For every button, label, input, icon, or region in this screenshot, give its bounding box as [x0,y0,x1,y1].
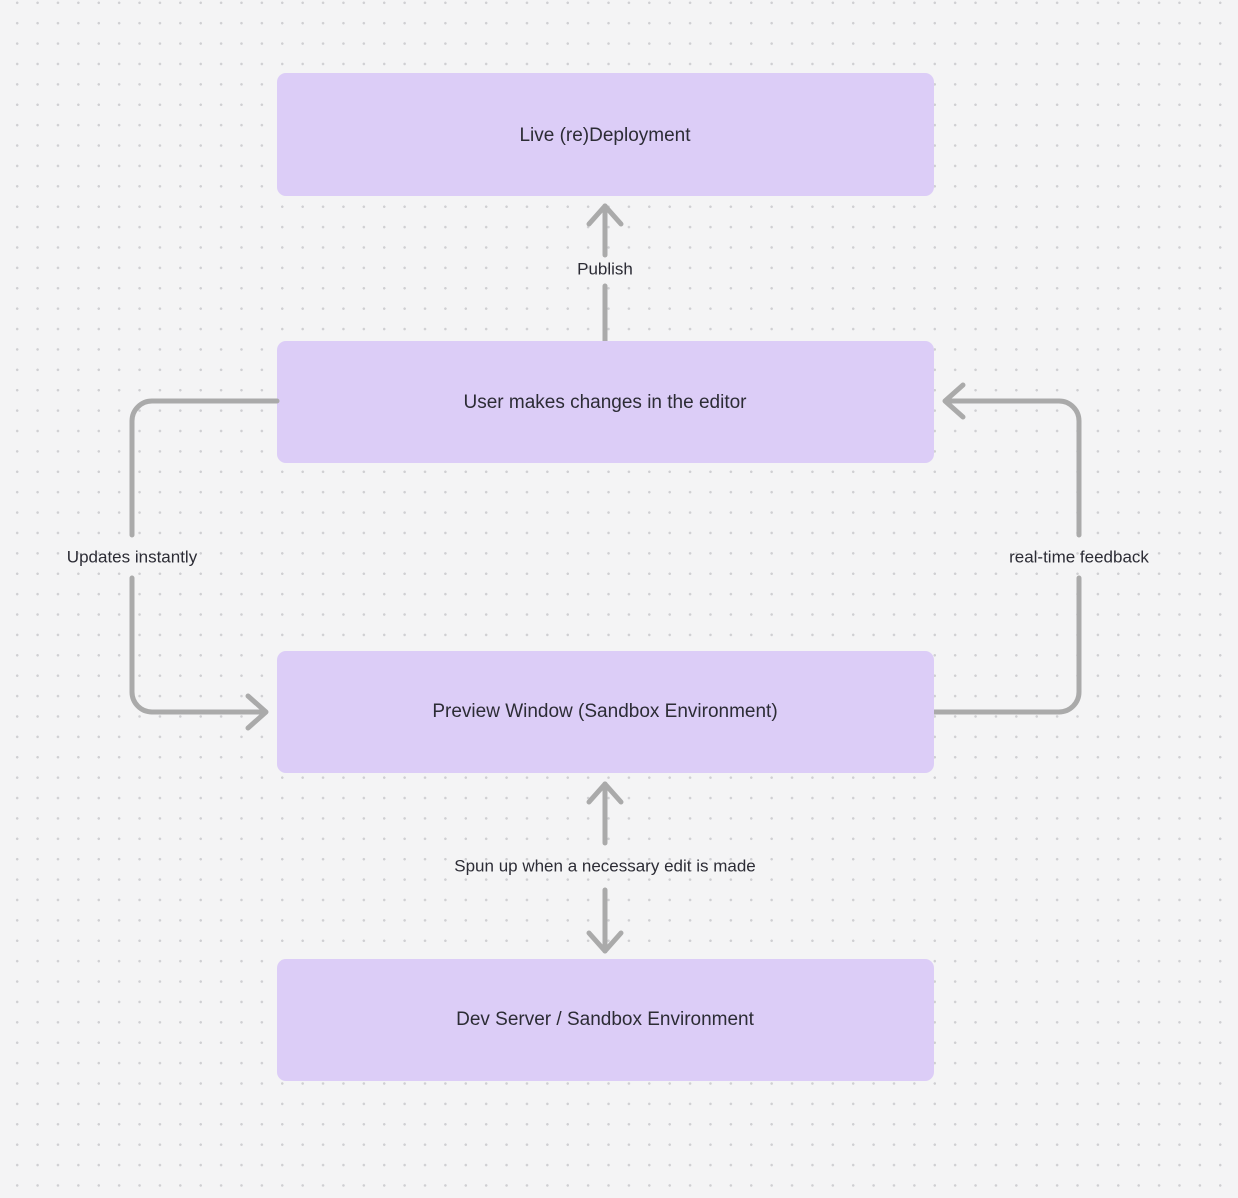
node-dev-server[interactable]: Dev Server / Sandbox Environment [277,959,934,1081]
edge-real-time-feedback-line-lower [931,575,1082,715]
edge-updates-instantly-arrowhead-icon [245,693,269,731]
edge-real-time-feedback-arrowhead-icon [942,382,966,420]
node-dev-server-box[interactable] [277,959,934,1081]
node-user-edits-label: User makes changes in the editor [463,392,747,413]
edge-real-time-feedback-line-upper [944,398,1082,538]
edge-real-time-feedback-label: real-time feedback [1009,547,1149,566]
edge-updates-instantly: Updates instantly [67,398,280,731]
edge-publish-arrowhead-icon [586,203,624,227]
edge-publish: Publish [577,203,633,344]
edge-spun-up-arrowhead-down-icon [586,930,624,954]
edge-spun-up-label: Spun up when a necessary edit is made [454,856,755,875]
node-user-edits-box[interactable] [277,341,934,463]
edge-updates-instantly-line-upper [129,398,280,538]
node-preview-window-box[interactable] [277,651,934,773]
node-live-deployment[interactable]: Live (re)Deployment [277,73,934,196]
node-dev-server-label: Dev Server / Sandbox Environment [456,1009,755,1030]
edge-spun-up-arrowhead-up-icon [586,781,624,805]
node-preview-window[interactable]: Preview Window (Sandbox Environment) [277,651,934,773]
edge-updates-instantly-line-lower [129,575,267,715]
node-preview-window-label: Preview Window (Sandbox Environment) [432,701,777,722]
edge-spun-up: Spun up when a necessary edit is made [454,781,756,954]
node-user-edits[interactable]: User makes changes in the editor [277,341,934,463]
edge-updates-instantly-label: Updates instantly [67,547,198,566]
node-live-deployment-box[interactable] [277,73,934,196]
edge-publish-label: Publish [577,259,633,278]
node-live-deployment-label: Live (re)Deployment [519,125,691,146]
edge-real-time-feedback: real-time feedback [931,382,1149,715]
